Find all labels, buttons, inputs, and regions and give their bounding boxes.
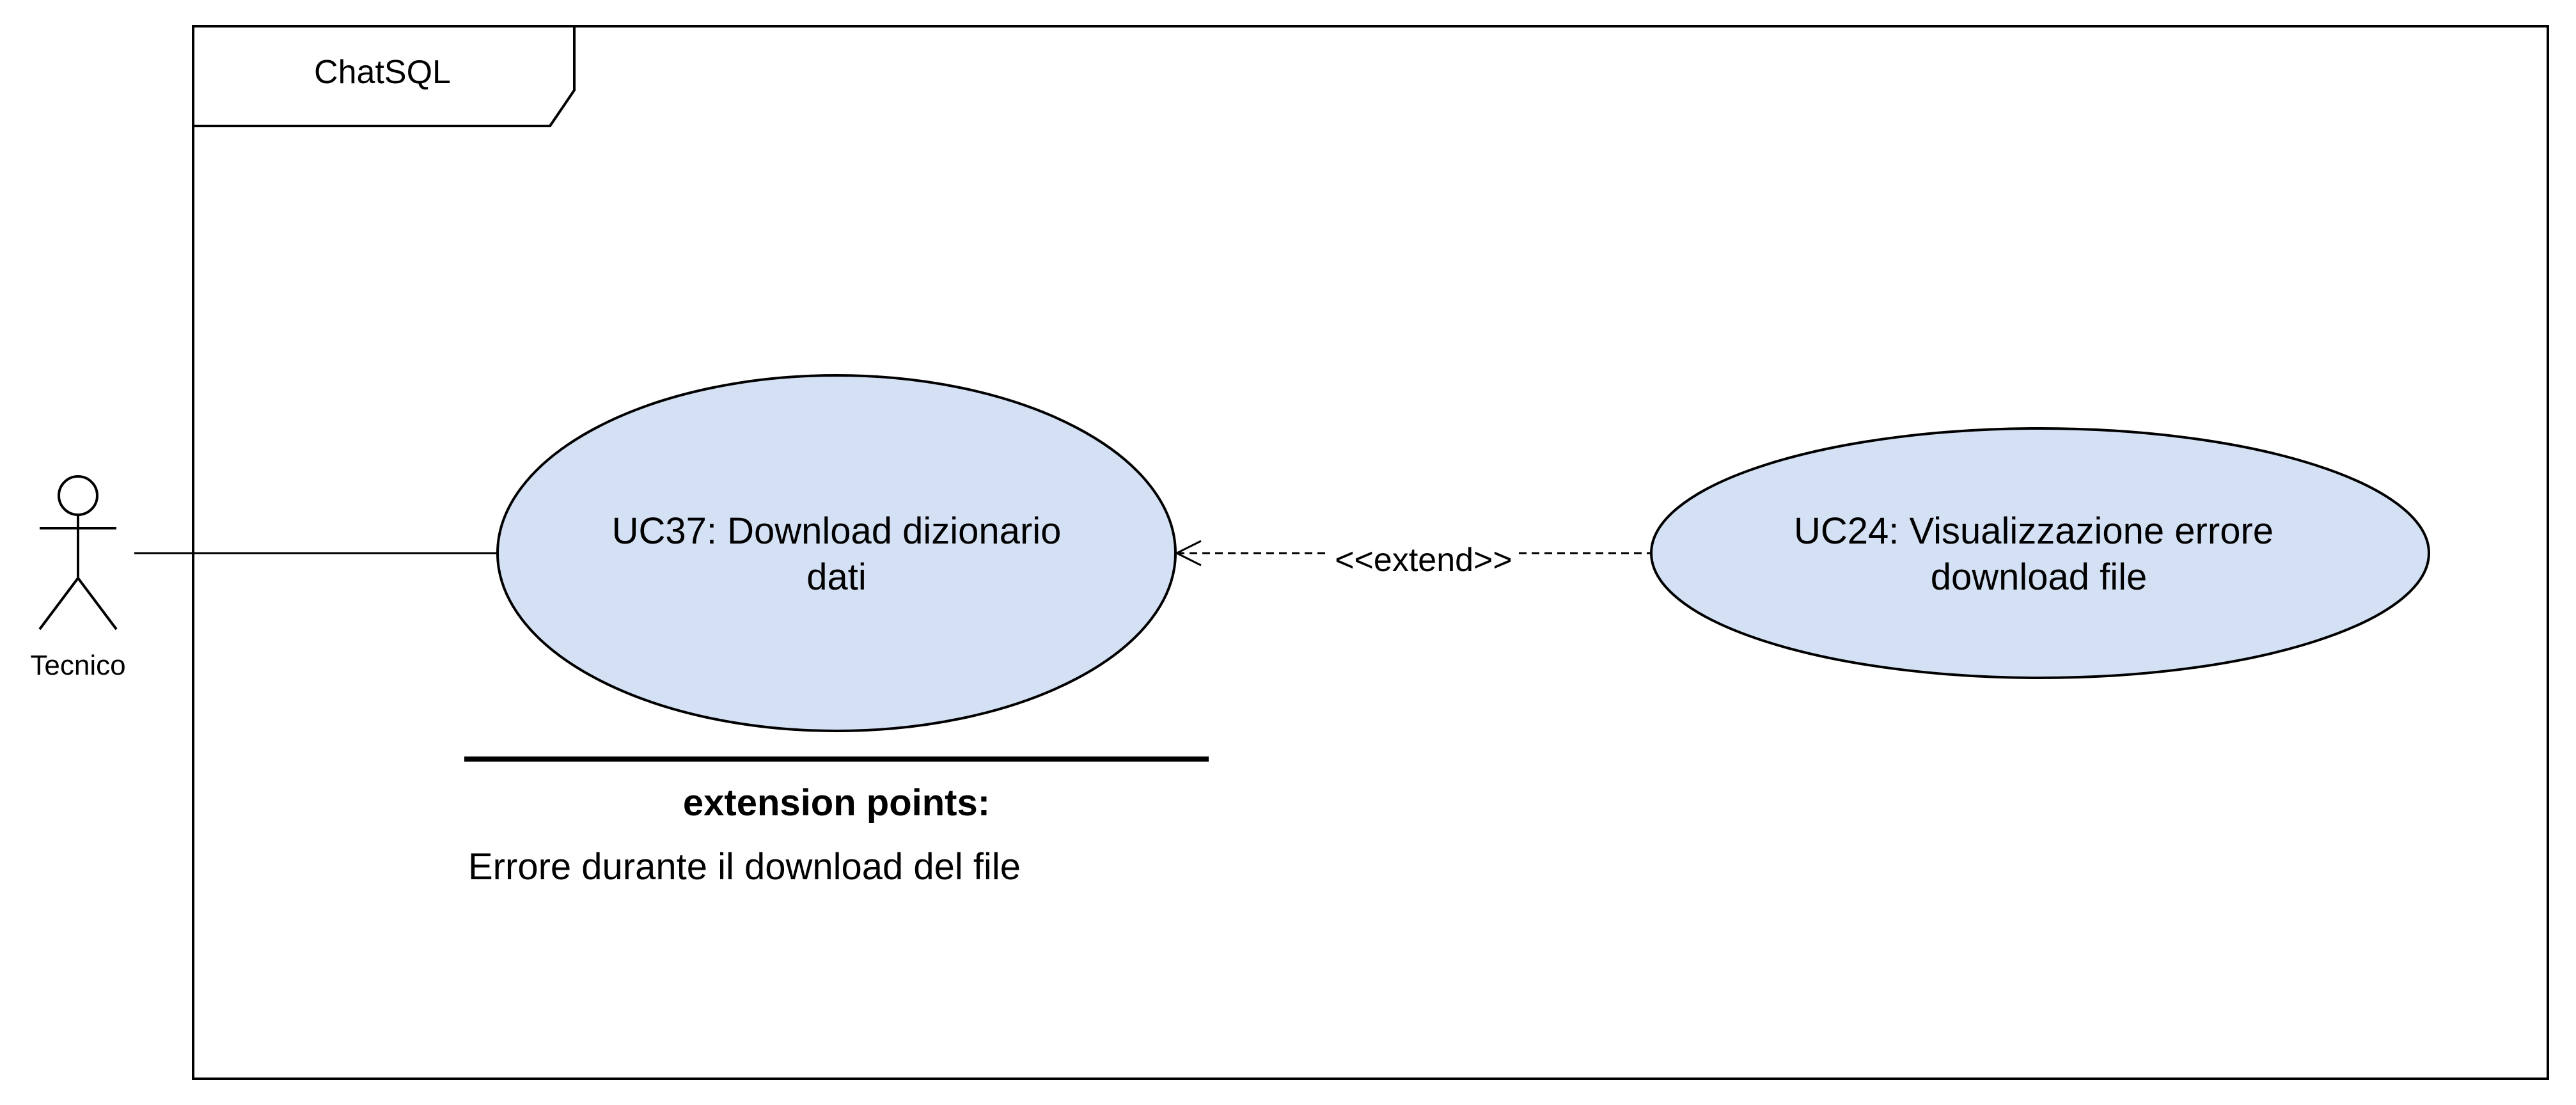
system-boundary: ChatSQL xyxy=(192,25,2549,1080)
extend-arrowhead-icon xyxy=(1174,540,1202,567)
use-case-uc24-label-line1: UC24: Visualizzazione errore xyxy=(1794,510,2274,552)
use-case-uc24-ellipse xyxy=(1650,427,2430,679)
actor-tecnico: Tecnico xyxy=(30,475,126,681)
extend-relationship: <<extend>> xyxy=(1174,540,1651,579)
use-case-uc37-label-line1: UC37: Download dizionario xyxy=(612,510,1062,552)
extension-points-heading: extension points: xyxy=(683,782,990,824)
use-case-uc24: UC24: Visualizzazione errore download fi… xyxy=(1650,427,2430,679)
use-case-uc37: UC37: Download dizionario dati xyxy=(496,374,1177,732)
extension-points: extension points: Errore durante il down… xyxy=(464,756,1209,888)
extend-label: <<extend>> xyxy=(1335,542,1512,579)
use-case-uc37-label-line2: dati xyxy=(806,556,867,598)
system-name: ChatSQL xyxy=(314,54,451,91)
actor-name: Tecnico xyxy=(30,650,125,681)
extension-point-item: Errore durante il download del file xyxy=(468,846,1021,888)
actor-stick-figure-icon xyxy=(38,475,118,631)
use-case-uc37-ellipse xyxy=(496,374,1177,732)
use-case-uc24-label-line2: download file xyxy=(1931,556,2148,598)
system-name-tab xyxy=(192,25,576,127)
